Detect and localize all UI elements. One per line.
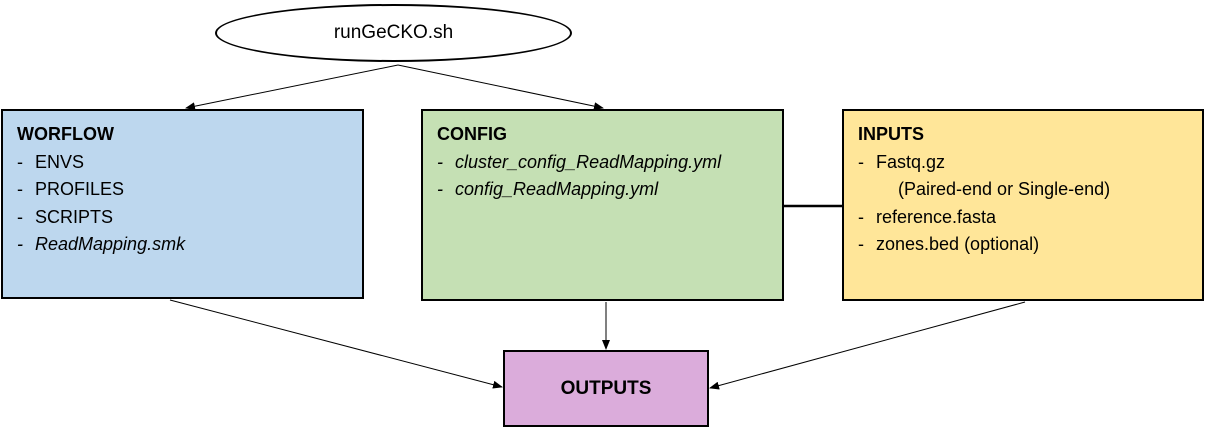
inputs-item-label: Fastq.gz [876,151,946,172]
bullet-dash: - [858,151,864,172]
inputs-item-note: (Paired-end or Single-end) [898,179,1111,199]
workflow-item: - ENVS [17,149,348,177]
arrow-start-to-config [397,64,604,111]
start-node-runGeCKO: runGeCKO.sh [215,4,572,62]
inputs-item-label: reference.fasta [876,206,997,227]
bullet-dash: - [17,151,23,172]
outputs-title: OUTPUTS [560,377,652,399]
config-item-label: cluster_config_ReadMapping.yml [455,151,722,172]
inputs-item: - reference.fasta [858,204,1188,232]
bullet-dash: - [437,151,443,172]
workflow-item: - PROFILES [17,176,348,204]
outputs-box: OUTPUTS [503,350,709,427]
arrow-workflow-to-outputs [169,299,503,389]
config-item: - config_ReadMapping.yml [437,176,768,204]
config-item-label: config_ReadMapping.yml [455,179,659,199]
bullet-dash: - [437,179,443,199]
bullet-dash: - [858,206,864,227]
workflow-item-label: ReadMapping.smk [35,234,186,254]
inputs-box: INPUTS - Fastq.gz (Paired-end or Single-… [842,109,1204,301]
workflow-title: WORFLOW [17,124,114,144]
workflow-item: - ReadMapping.smk [17,231,348,259]
bullet-dash: - [17,234,23,254]
workflow-item-label: ENVS [35,151,85,172]
bullet-dash: - [858,234,864,254]
config-item: - cluster_config_ReadMapping.yml [437,149,768,177]
bullet-dash: - [17,179,23,199]
inputs-title: INPUTS [858,124,925,144]
inputs-item: - Fastq.gz [858,149,1188,177]
config-title: CONFIG [437,124,507,144]
config-box: CONFIG - cluster_config_ReadMapping.yml … [421,109,784,301]
arrow-inputs-to-outputs [709,301,1026,390]
inputs-item: - zones.bed (optional) [858,231,1188,259]
bullet-dash: - [17,206,23,227]
workflow-item: - SCRIPTS [17,204,348,232]
workflow-box: WORFLOW - ENVS - PROFILES - SCRIPTS - Re… [1,109,364,299]
workflow-item-label: SCRIPTS [35,206,114,227]
arrow-start-to-workflow [185,64,399,111]
workflow-item-label: PROFILES [35,179,125,199]
inputs-item-label: zones.bed (optional) [876,234,1040,254]
start-node-label: runGeCKO.sh [333,22,454,43]
